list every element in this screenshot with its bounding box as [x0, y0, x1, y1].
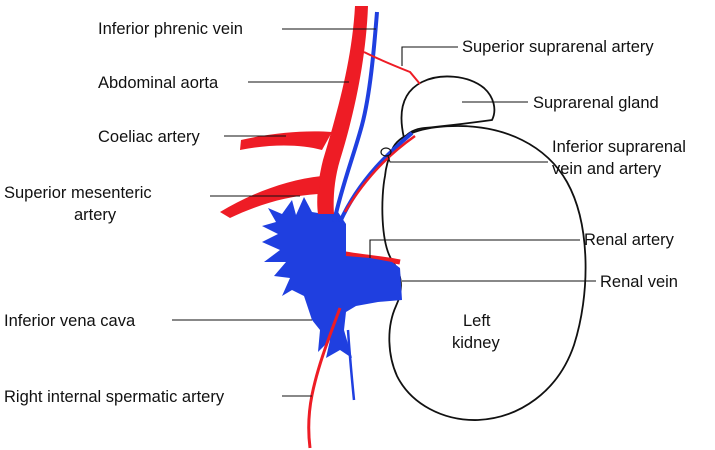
label-abdominal-aorta: Abdominal aorta	[98, 74, 219, 92]
label-inferior-suprarenal-1: Inferior suprarenal	[552, 138, 686, 156]
superior-suprarenal-artery	[363, 51, 421, 85]
label-suprarenal-gland: Suprarenal gland	[533, 94, 659, 112]
label-inferior-vena-cava: Inferior vena cava	[4, 312, 136, 330]
superior-mesenteric-artery	[220, 176, 322, 218]
label-left-kidney-1: Left	[463, 312, 491, 330]
abdominal-aorta	[317, 6, 368, 214]
inferior-vena-cava	[262, 197, 402, 358]
label-superior-suprarenal-artery: Superior suprarenal artery	[462, 38, 654, 56]
label-renal-artery: Renal artery	[584, 231, 675, 249]
label-inferior-phrenic-vein: Inferior phrenic vein	[98, 20, 243, 38]
leader-inferior-suprarenal	[387, 155, 548, 163]
leader-superior-suprarenal-artery	[401, 46, 458, 66]
label-superior-mesenteric-1: Superior mesenteric	[4, 184, 152, 202]
inferior-suprarenal-artery	[343, 134, 416, 213]
label-right-internal-spermatic-artery: Right internal spermatic artery	[4, 388, 225, 406]
leader-renal-artery	[369, 239, 580, 258]
label-superior-mesenteric-2: artery	[74, 206, 117, 224]
label-left-kidney-2: kidney	[452, 334, 500, 352]
suprarenal-vessel-loop	[380, 147, 392, 157]
right-internal-spermatic-artery	[307, 307, 342, 449]
left-kidney	[381, 125, 587, 421]
coeliac-artery	[240, 131, 332, 150]
right-spermatic-vein	[346, 329, 356, 401]
label-coeliac-artery: Coeliac artery	[98, 128, 201, 146]
label-inferior-suprarenal-2: vein and artery	[552, 160, 662, 178]
label-renal-vein: Renal vein	[600, 273, 678, 291]
inferior-phrenic-vein	[332, 11, 379, 223]
